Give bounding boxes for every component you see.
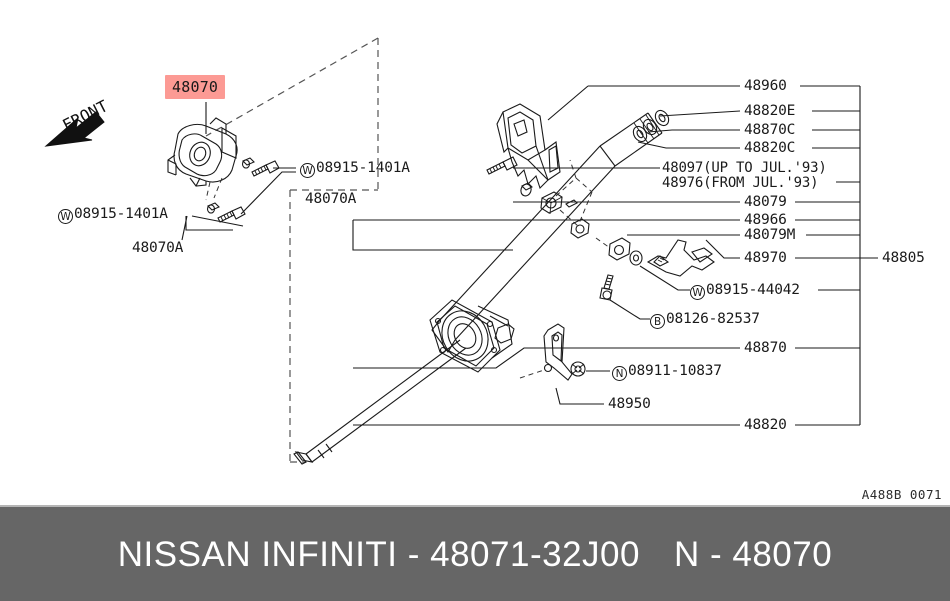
hardware-lower-left (206, 202, 246, 223)
part-48070-housing (167, 117, 238, 187)
callout-48870[interactable]: 48870 (744, 341, 787, 356)
drawing-reference-code: A488B 0071 (861, 487, 942, 502)
callout-text: 08915-1401A (316, 160, 410, 176)
diagram-canvas[interactable]: .ln { stroke:#1a1a1a; stroke-width:1.1; … (0, 0, 950, 505)
lower-intermediate-shaft (293, 339, 467, 465)
callout-text: 48079 (744, 194, 787, 210)
w-circle-icon: W (300, 163, 315, 178)
front-direction-indicator: FRONT (38, 96, 148, 158)
nut-mid (540, 191, 563, 215)
callout-text: 48820E (744, 103, 796, 119)
callout-text: 08915-1401A (74, 206, 168, 222)
callout-text: 08126-82537 (666, 311, 760, 327)
callout-text: 48070A (132, 240, 184, 256)
callout-48805[interactable]: 48805 (882, 251, 925, 266)
callout-text: 48070A (305, 191, 357, 207)
callout-text: 48966 (744, 212, 787, 228)
leader-lines-internal (352, 220, 513, 251)
w-circle-icon: W (690, 285, 705, 300)
technical-drawing: .ln { stroke:#1a1a1a; stroke-width:1.1; … (44, 37, 878, 465)
b-circle-icon: B (650, 314, 665, 329)
footer-bar: NISSAN INFINITI - 48071-32J00 N - 48070 (0, 505, 950, 601)
footer-brand-part: NISSAN INFINITI - 48071-32J00 (117, 535, 640, 574)
front-arrow-icon (44, 111, 105, 147)
callout-48966[interactable]: 48966 (744, 213, 787, 228)
callout-48950[interactable]: 48950 (608, 397, 651, 412)
callout-48870C[interactable]: 48870C (744, 123, 795, 138)
leader-lines-right (353, 85, 878, 426)
washer-mid (520, 182, 533, 197)
callout-48079[interactable]: 48079 (744, 195, 787, 210)
highlight-text: 48070 (172, 78, 219, 96)
callout-text: 08915-44042 (706, 282, 800, 298)
hardware-upper-left (241, 157, 280, 177)
callout-text: 48820C (744, 140, 796, 156)
n-circle-icon: N (612, 366, 627, 381)
joint-yoke-center (570, 218, 590, 239)
callout-48976[interactable]: 48976(FROM JUL.'93) (662, 175, 819, 191)
callout-text: 48960 (744, 78, 787, 94)
universal-joint-hardware (632, 109, 670, 143)
steering-column-main-shaft (431, 112, 663, 354)
front-label: FRONT (59, 96, 111, 135)
callout-48820C[interactable]: 48820C (744, 141, 795, 156)
callout-48070A-upper[interactable]: 48070A (305, 192, 356, 207)
callout-48079M[interactable]: 48079M (744, 228, 795, 243)
callout-text: 48870C (744, 122, 796, 138)
bolt-lower-mid (599, 274, 614, 301)
callout-text: 48820 (744, 417, 787, 433)
callout-48820E[interactable]: 48820E (744, 104, 795, 119)
mid-bracket-cluster (595, 237, 715, 277)
callout-text: 48805 (882, 250, 925, 266)
callout-48070A-lower[interactable]: 48070A (132, 241, 183, 256)
dashed-reference-region (205, 37, 379, 463)
lower-bracket-48950 (519, 323, 586, 381)
callout-48970[interactable]: 48970 (744, 251, 787, 266)
upper-mount-bracket-48960 (496, 103, 561, 190)
callout-48097[interactable]: 48097(UP TO JUL.'93) (662, 161, 827, 175)
leader-lines-left (181, 102, 296, 241)
callout-48960[interactable]: 48960 (744, 79, 787, 94)
lower-column-flange (429, 299, 515, 373)
callout-48820[interactable]: 48820 (744, 418, 787, 433)
footer-selected-ref: N - 48070 (673, 535, 833, 574)
callout-text: 48970 (744, 250, 787, 266)
footer-caption: NISSAN INFINITI - 48071-32J00 N - 48070 (118, 535, 832, 575)
highlighted-part-label-48070[interactable]: 48070 (165, 75, 226, 99)
callout-text: 48870 (744, 340, 787, 356)
callout-text: 08911-10837 (628, 363, 722, 379)
footer-content: NISSAN INFINITI - 48071-32J00 N - 48070 (0, 507, 950, 601)
bolt-mid-upper (486, 156, 518, 175)
callout-text: 48079M (744, 227, 796, 243)
callout-text: 48950 (608, 396, 651, 412)
w-circle-icon: W (58, 209, 73, 224)
callout-text: 48976(FROM JUL.'93) (662, 175, 819, 191)
callout-text: 48097(UP TO JUL.'93) (662, 160, 827, 176)
